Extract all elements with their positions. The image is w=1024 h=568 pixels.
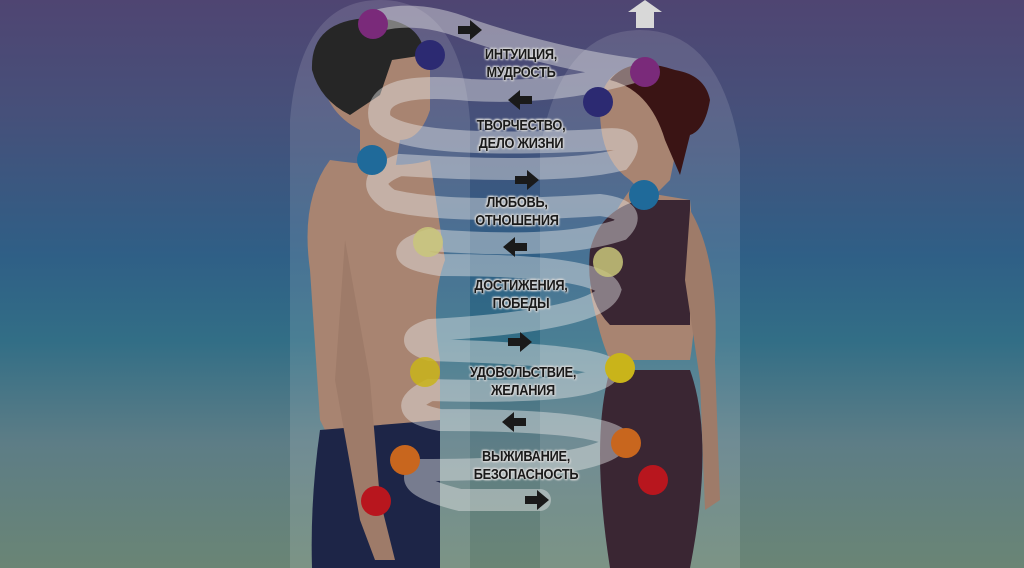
arrow-right-icon xyxy=(508,332,532,352)
flow-arrows xyxy=(458,20,549,510)
arrow-right-icon xyxy=(525,490,549,510)
chakra-third-eye xyxy=(415,40,445,70)
chakra-heart xyxy=(593,247,623,277)
female-chakras xyxy=(583,57,668,495)
label-line: ПОБЕДЫ xyxy=(492,295,550,312)
woman-figure xyxy=(589,64,720,568)
male-chakras xyxy=(357,9,445,516)
label-line: БЕЗОПАСНОСТЬ xyxy=(473,466,579,483)
arrow-left-icon xyxy=(508,90,532,110)
chakra-root xyxy=(638,465,668,495)
label-love: ЛЮБОВЬ, ОТНОШЕНИЯ xyxy=(449,194,585,230)
chakra-heart xyxy=(413,227,443,257)
chakra-sacral xyxy=(390,445,420,475)
chakra-throat xyxy=(357,145,387,175)
label-line: ДОСТИЖЕНИЯ, xyxy=(474,277,568,294)
label-line: УДОВОЛЬСТВИЕ, xyxy=(469,364,577,381)
label-line: ВЫЖИВАНИЕ, xyxy=(481,448,571,465)
arrow-left-icon xyxy=(503,237,527,257)
arrow-right-icon xyxy=(458,20,482,40)
label-line: МУДРОСТЬ xyxy=(486,64,556,81)
label-line: ЛЮБОВЬ, xyxy=(486,194,548,211)
label-achievements: ДОСТИЖЕНИЯ, ПОБЕДЫ xyxy=(453,277,589,313)
energy-flow-band xyxy=(366,5,651,511)
chakra-sacral xyxy=(611,428,641,458)
label-line: ОТНОШЕНИЯ xyxy=(475,212,559,229)
label-intuition: ИНТУИЦИЯ, МУДРОСТЬ xyxy=(453,46,589,82)
label-line: ЖЕЛАНИЯ xyxy=(491,382,555,399)
label-creativity: ТВОРЧЕСТВО, ДЕЛО ЖИЗНИ xyxy=(453,117,589,153)
chakra-crown xyxy=(358,9,388,39)
chakra-solar xyxy=(410,357,440,387)
chakra-throat xyxy=(629,180,659,210)
arrow-left-icon xyxy=(502,412,526,432)
label-line: ИНТУИЦИЯ, xyxy=(484,46,558,63)
label-line: ТВОРЧЕСТВО, xyxy=(476,117,566,134)
arrow-right-icon xyxy=(515,170,539,190)
label-line: ДЕЛО ЖИЗНИ xyxy=(478,135,564,152)
label-pleasure: УДОВОЛЬСТВИЕ, ЖЕЛАНИЯ xyxy=(455,364,591,400)
chakra-root xyxy=(361,486,391,516)
label-survival: ВЫЖИВАНИЕ, БЕЗОПАСНОСТЬ xyxy=(458,448,594,484)
chakra-crown xyxy=(630,57,660,87)
chakra-third-eye xyxy=(583,87,613,117)
up-arrow-icon xyxy=(628,0,662,28)
chakra-solar xyxy=(605,353,635,383)
